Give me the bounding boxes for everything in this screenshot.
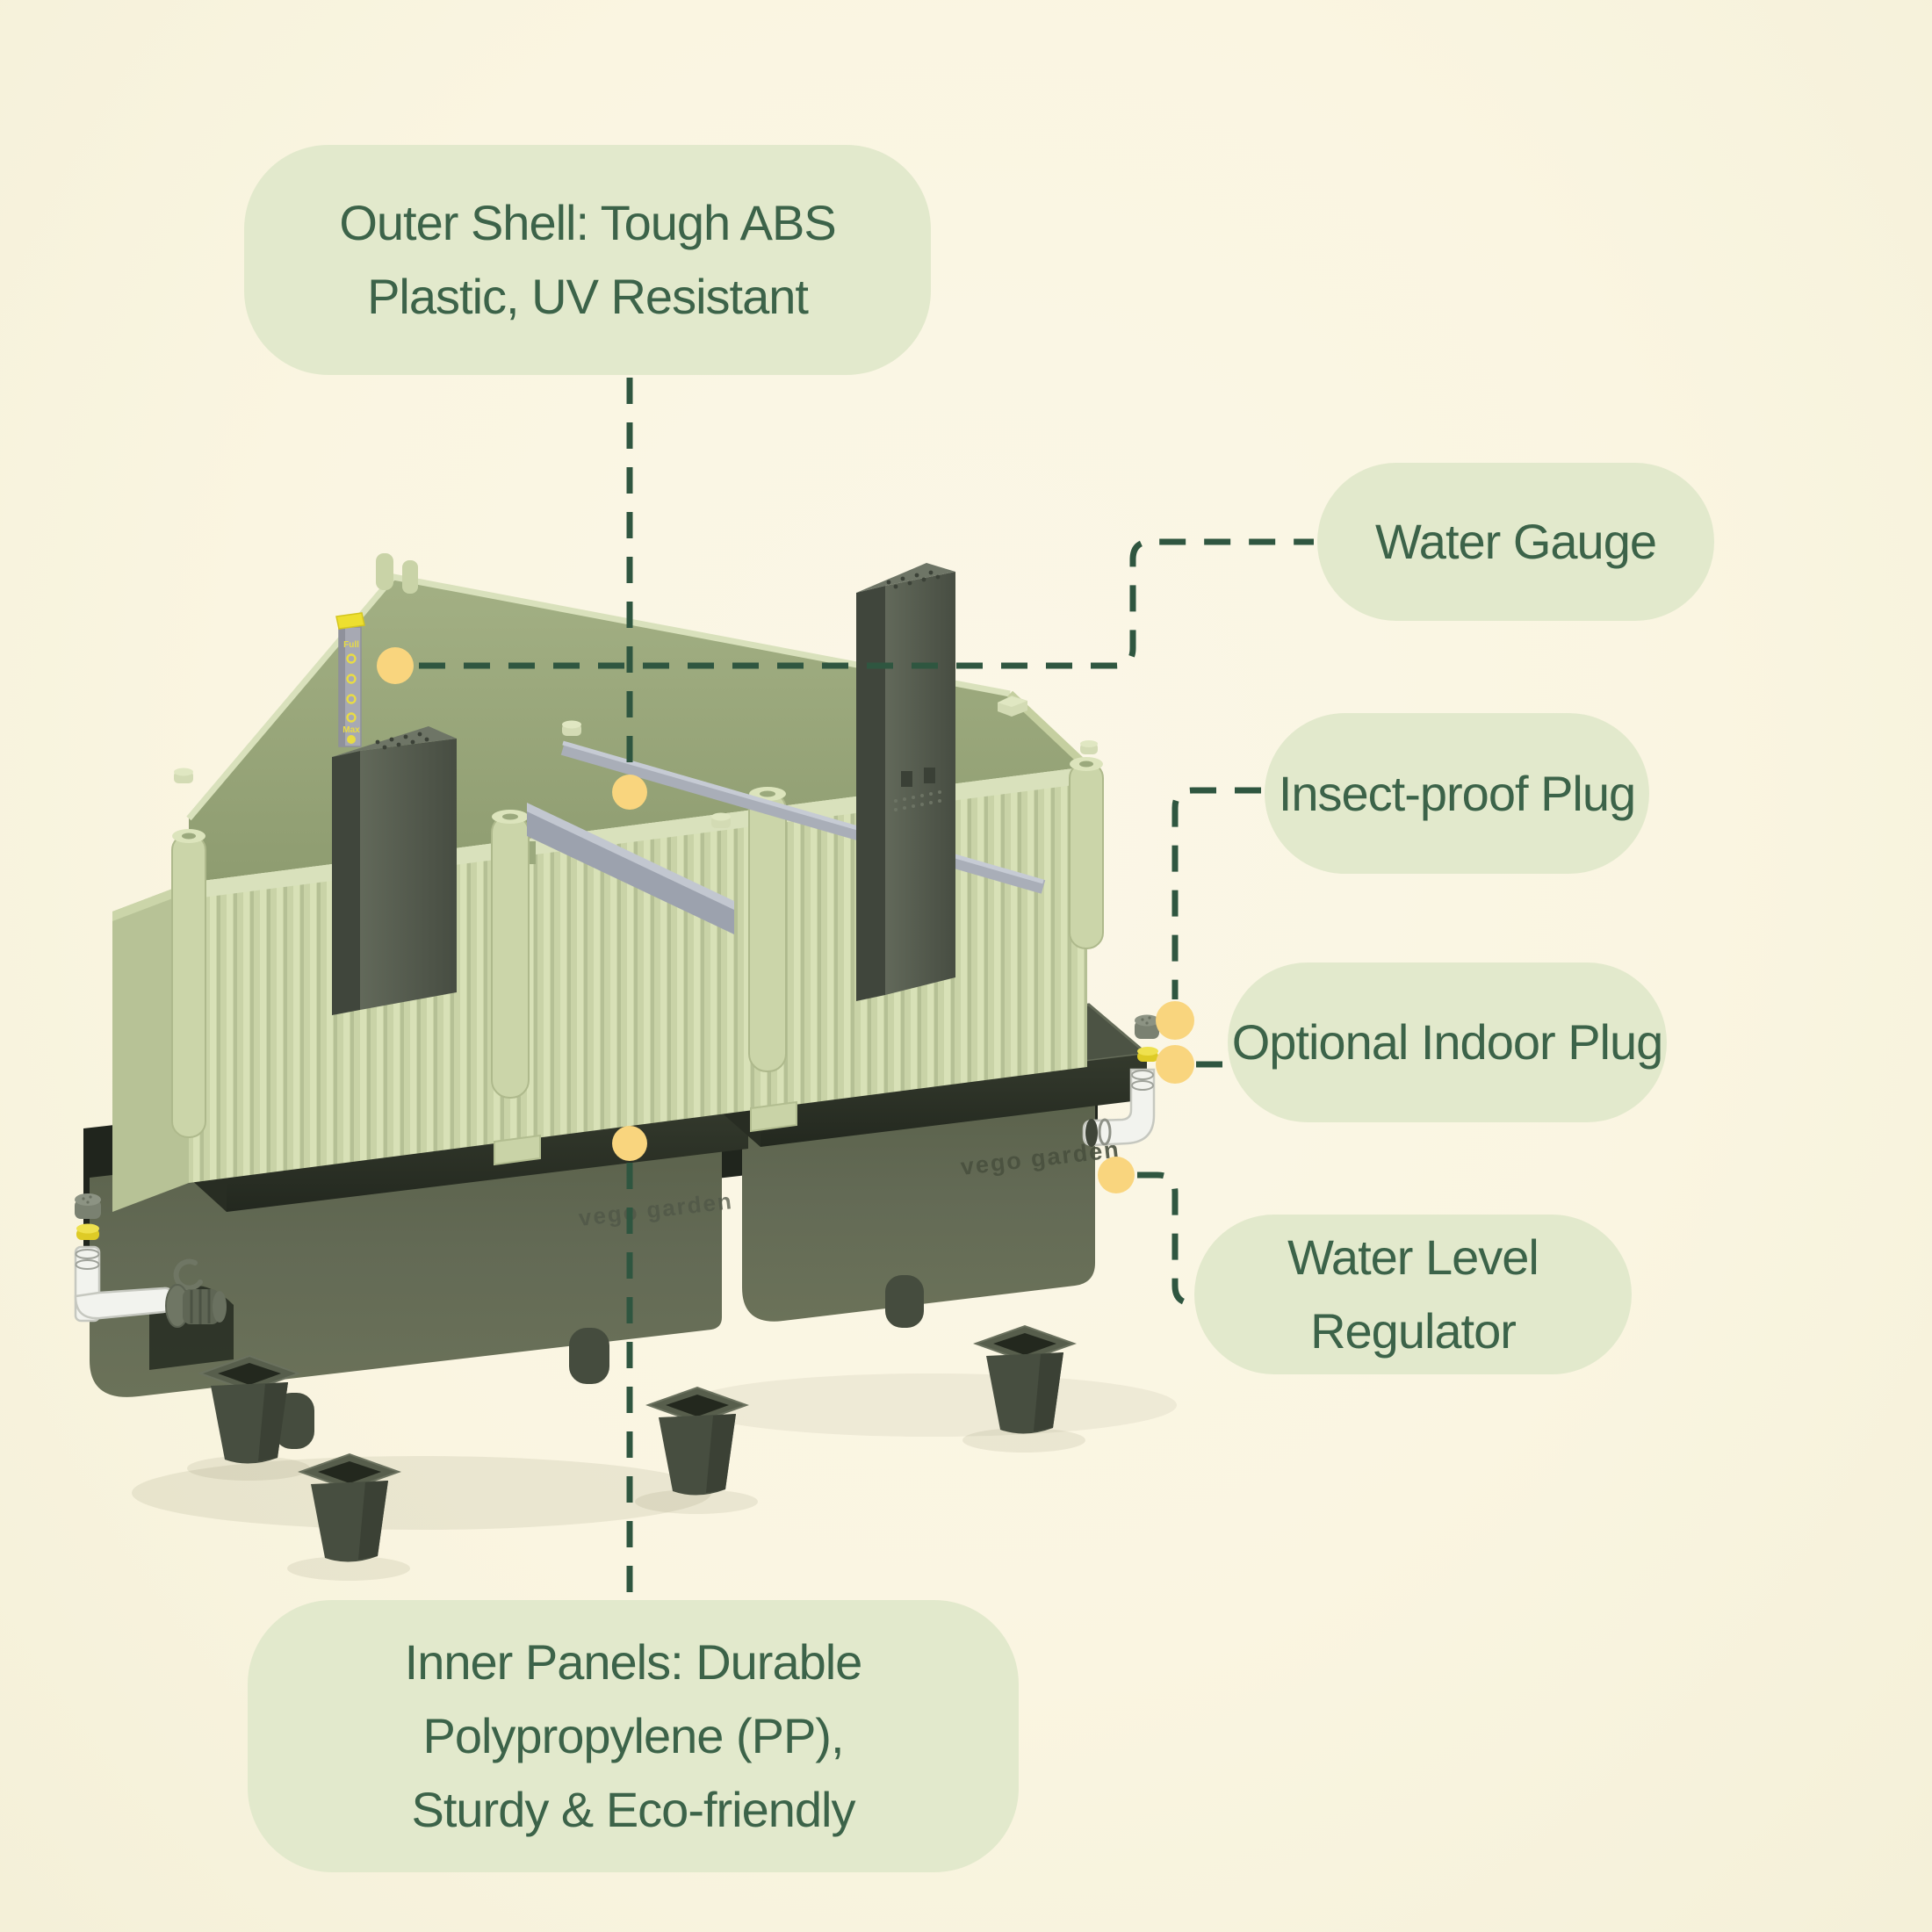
callout-water-level-regulator-label: Water Level Regulator xyxy=(1287,1229,1539,1359)
connector-water-gauge-line xyxy=(419,538,1314,669)
callout-optional-indoor-plug-label: Optional Indoor Plug xyxy=(1231,1014,1664,1070)
anchor-dot-water-gauge xyxy=(377,647,414,684)
callout-water-gauge-label: Water Gauge xyxy=(1375,514,1657,569)
screw-plugs xyxy=(174,696,1098,828)
plug-and-regulator-right xyxy=(1082,1014,1159,1147)
callout-insect-proof-plug-label: Insect-proof Plug xyxy=(1278,765,1636,821)
anchor-dot-insect-proof-plug xyxy=(1156,1001,1194,1040)
anchor-dot-water-level-regulator xyxy=(1098,1157,1135,1193)
callout-outer-shell: Outer Shell: Tough ABS Plastic, UV Resis… xyxy=(244,145,931,375)
callout-outer-shell-label: Outer Shell: Tough ABS Plastic, UV Resis… xyxy=(339,195,836,324)
plug-and-regulator-left xyxy=(74,1193,227,1328)
callout-water-level-regulator: Water Level Regulator xyxy=(1194,1215,1632,1374)
callout-inner-panels-label: Inner Panels: Durable Polypropylene (PP)… xyxy=(404,1634,863,1837)
callout-inner-panels: Inner Panels: Durable Polypropylene (PP)… xyxy=(248,1600,1019,1872)
water-gauge-indicator: Full Max xyxy=(335,612,365,747)
shell-corner-posts xyxy=(171,553,1104,1138)
gauge-full-label: Full xyxy=(343,640,359,650)
anchor-dot-optional-indoor-plug xyxy=(1156,1045,1194,1084)
gauge-max-label: Max xyxy=(342,725,360,735)
anchor-dot-outer-shell xyxy=(612,775,647,810)
callout-water-gauge: Water Gauge xyxy=(1317,463,1714,621)
callout-insect-proof-plug: Insect-proof Plug xyxy=(1265,713,1649,874)
leveling-feet xyxy=(198,1324,1077,1562)
connector-insect-proof-plug-line xyxy=(1171,787,1261,999)
water-gauge-housing-right xyxy=(856,563,955,1001)
callout-optional-indoor-plug: Optional Indoor Plug xyxy=(1228,962,1667,1122)
callout-connectors xyxy=(419,378,1314,1595)
water-gauge-housing-left xyxy=(332,726,457,1015)
callout-anchor-dots xyxy=(377,647,1194,1193)
connector-water-level-regulator-line xyxy=(1137,1171,1247,1307)
anchor-dot-inner-panels xyxy=(612,1126,647,1161)
aluminum-rails xyxy=(527,740,1046,934)
